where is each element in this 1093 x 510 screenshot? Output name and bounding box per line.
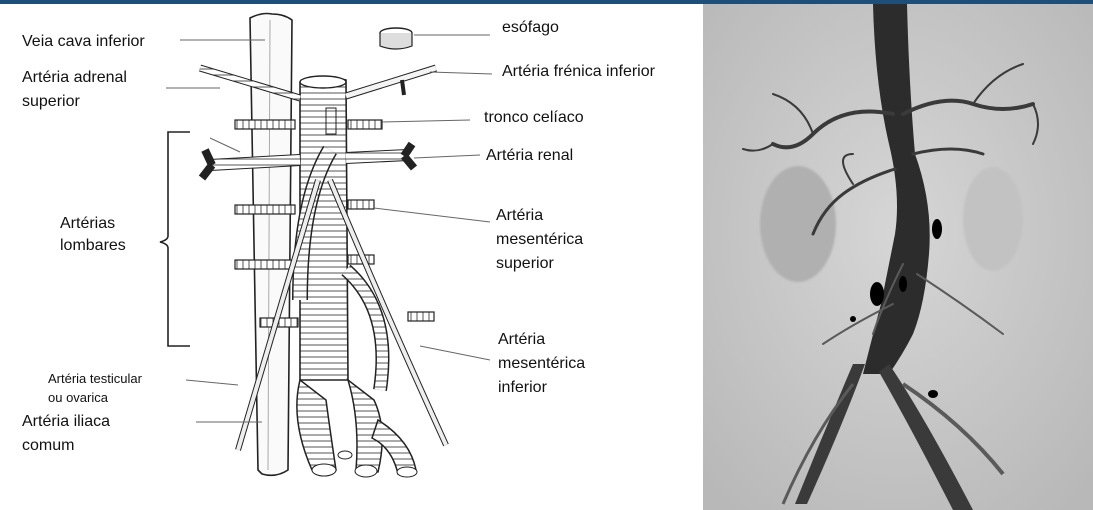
label-arteria-adrenal-superior-line1: Artéria adrenal [20,68,129,88]
label-arteria-mesenterica-superior-line1: Artéria [494,206,545,226]
label-esofago: esófago [500,18,561,38]
label-arteria-renal: Artéria renal [484,146,575,166]
label-arteria-mesenterica-superior-line3: superior [494,254,556,274]
label-arteria-mesenterica-inferior-line3: inferior [496,378,549,398]
label-arteria-mesenterica-inferior-line2: mesentérica [496,354,587,374]
label-arteria-frenica-inferior: Artéria frénica inferior [500,62,657,82]
label-arteria-mesenterica-inferior-line1: Artéria [496,330,547,350]
kidney-right-shadow [963,167,1023,271]
label-arteria-testicular-line2: ou ovarica [46,389,110,406]
label-arteria-mesenterica-superior-line2: mesentérica [494,230,585,250]
label-arterias-lombares-line1: Artérias [58,214,117,234]
label-veia-cava-inferior: Veia cava inferior [20,32,147,52]
label-arteria-iliaca-line2: comum [20,436,76,456]
label-arterias-lombares-line2: lombares [58,236,128,256]
label-arteria-testicular-line1: Artéria testicular [46,370,144,387]
kidney-left-shadow [760,166,836,282]
label-arteria-iliaca-line1: Artéria iliaca [20,412,112,432]
label-tronco-celiaco: tronco celíaco [482,108,586,128]
label-arteria-adrenal-superior-line2: superior [20,92,82,112]
angiogram-image [703,4,1093,510]
